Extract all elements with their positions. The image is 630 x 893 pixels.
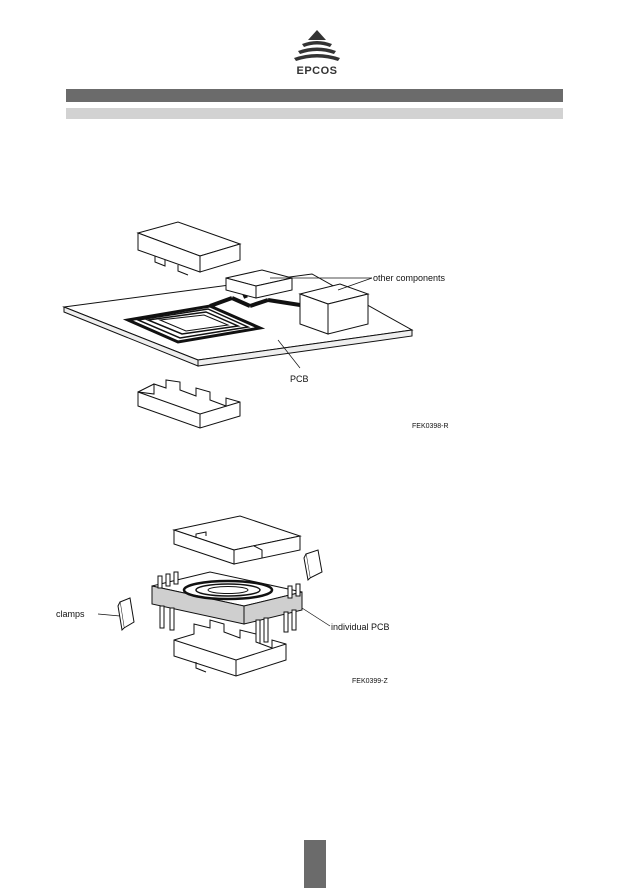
logo-text: EPCOS xyxy=(296,65,338,77)
header-bar-light xyxy=(66,108,563,119)
epcos-logo: EPCOS xyxy=(272,28,362,80)
pcb-winding-icon xyxy=(122,283,301,344)
upper-core-2-icon xyxy=(172,515,302,565)
epcos-logo-mark-icon xyxy=(294,30,340,61)
header-bar-dark xyxy=(66,89,563,102)
label-pcb: PCB xyxy=(290,374,309,384)
label-other-components: other components xyxy=(373,273,446,283)
lower-core-icon xyxy=(137,379,241,429)
clamp-left-icon xyxy=(117,597,135,632)
label-individual-pcb: individual PCB xyxy=(331,622,390,632)
figure2-code: FEK0399-Z xyxy=(352,678,389,685)
leader-lines-2 xyxy=(97,607,331,627)
clamp-right-icon xyxy=(303,549,323,582)
large-component-icon xyxy=(298,283,370,335)
lower-core-2-icon xyxy=(173,619,287,677)
leader-lines xyxy=(270,277,373,369)
individual-pcb-icon xyxy=(151,571,303,625)
figure-individual-pcb: clamps individual PCB FEK0399-Z xyxy=(56,515,390,685)
upper-core-icon xyxy=(136,221,242,276)
page-number-tab xyxy=(304,840,326,888)
label-clamps: clamps xyxy=(56,609,85,619)
figure1-code: FEK0398-R xyxy=(412,423,449,430)
figure-planar-pcb: other components PCB FEK0398-R xyxy=(62,221,449,430)
